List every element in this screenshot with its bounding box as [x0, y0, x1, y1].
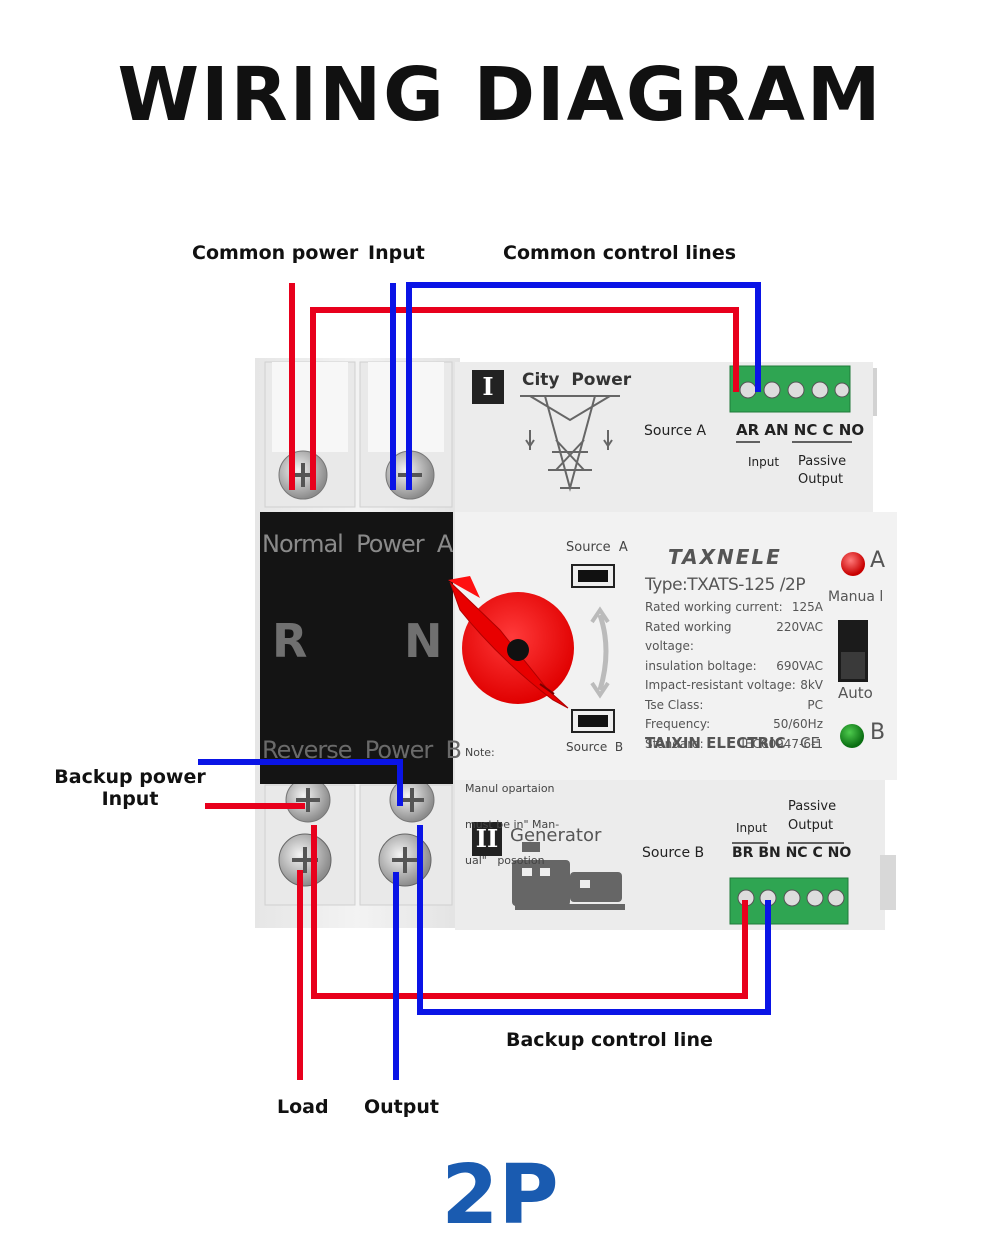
- brand-logo: TAXNELE: [668, 545, 782, 569]
- spec-row: Standard:IEC60947-6-1: [645, 736, 823, 751]
- manual-note: Note: Manul opartaion must be in" Man- u…: [465, 746, 560, 867]
- label-backup-control-line: Backup control line: [506, 1029, 713, 1051]
- label-output: Output: [364, 1096, 439, 1118]
- label-backup-power: Backup power: [54, 766, 206, 788]
- input-label-bottom: Input: [736, 821, 768, 835]
- reverse-power-b-label: Reverse Power B: [262, 736, 462, 764]
- spec-row: Rated working voltage:220VAC: [645, 619, 823, 654]
- switch-source-a-label: Source A: [566, 540, 628, 555]
- output-label-top: Output: [798, 472, 844, 487]
- rotate-arrow-icon: [597, 614, 609, 691]
- wire-control-an: [406, 282, 761, 490]
- spec-list: Rated working current:125A Rated working…: [645, 598, 823, 754]
- indicator-a-label: A: [870, 548, 886, 573]
- wire-control-ar: [310, 307, 739, 490]
- ce-mark: CE: [800, 734, 820, 752]
- section-numeral-box-top: [472, 370, 504, 404]
- rotary-knob[interactable]: [448, 576, 574, 709]
- terminal-labels-top: AR AN NC C NO: [736, 421, 865, 439]
- spec-row: insulation boltage:690VAC: [645, 658, 823, 673]
- page-title: WIRING DIAGRAM: [117, 52, 883, 138]
- section-numeral-box-bottom: [472, 822, 502, 856]
- wire-backup-neutral: [198, 759, 403, 806]
- output-label-bottom: Output: [788, 818, 834, 833]
- n-terminal-label: N: [404, 614, 443, 668]
- bottom-section: [472, 822, 625, 910]
- type-label: Type:TXATS-125 /2P: [645, 575, 806, 595]
- section-numeral-bottom: II: [475, 824, 499, 853]
- wires: [198, 282, 771, 1080]
- wire-control-bn: [417, 825, 771, 1015]
- normal-power-a-label: Normal Power A: [262, 530, 453, 558]
- spec-row: Frequency:50/60Hz: [645, 717, 823, 731]
- r-terminal-label: R: [272, 614, 308, 668]
- switch-source-b-label: Source B: [566, 740, 624, 754]
- spec-row: Rated working current:125A: [645, 600, 823, 614]
- label-common-power: Common power: [192, 242, 359, 264]
- section-numeral-top: I: [482, 372, 494, 401]
- pole-code: 2P: [441, 1148, 559, 1243]
- top-section: [472, 370, 620, 492]
- label-input-top: Input: [368, 242, 425, 264]
- led-b-icon: [840, 724, 864, 748]
- auto-label: Auto: [838, 684, 873, 702]
- wire-control-br: [311, 825, 748, 999]
- bottom-connector: [729, 877, 849, 925]
- indicators: [838, 552, 868, 748]
- bottom-rail: [880, 855, 896, 910]
- top-connector: [729, 365, 851, 413]
- label-load: Load: [277, 1096, 329, 1118]
- label-common-control-lines: Common control lines: [503, 242, 737, 264]
- source-b-label: Source B: [642, 845, 705, 861]
- passive-label-top: Passive: [798, 454, 847, 469]
- passive-label-bottom: Passive: [788, 799, 837, 814]
- manual-label: Manua l: [828, 589, 884, 605]
- breaker-face: [260, 512, 453, 784]
- spec-row: Impact-resistant voltage:8kV: [645, 678, 823, 692]
- maker-label: TAIXIN ELECTRIC: [645, 734, 786, 752]
- source-a-label: Source A: [644, 423, 707, 439]
- spec-row: Tse Class:PC: [645, 697, 823, 712]
- input-label-top: Input: [748, 455, 780, 469]
- knob-screw-icon: [507, 639, 529, 661]
- generator-label: Generator: [510, 825, 602, 846]
- city-power-label: City Power: [522, 370, 632, 390]
- led-a-icon: [841, 552, 865, 576]
- black-breaker-block: [260, 512, 453, 784]
- pylon-icon: [520, 395, 620, 492]
- top-cover-edge: [873, 368, 877, 416]
- generator-icon: [512, 842, 625, 910]
- indicator-b-label: B: [870, 720, 886, 745]
- label-backup-input: Input: [101, 788, 159, 810]
- switch-area: [571, 564, 615, 733]
- terminal-labels-bottom: BR BN NC C NO: [732, 845, 852, 861]
